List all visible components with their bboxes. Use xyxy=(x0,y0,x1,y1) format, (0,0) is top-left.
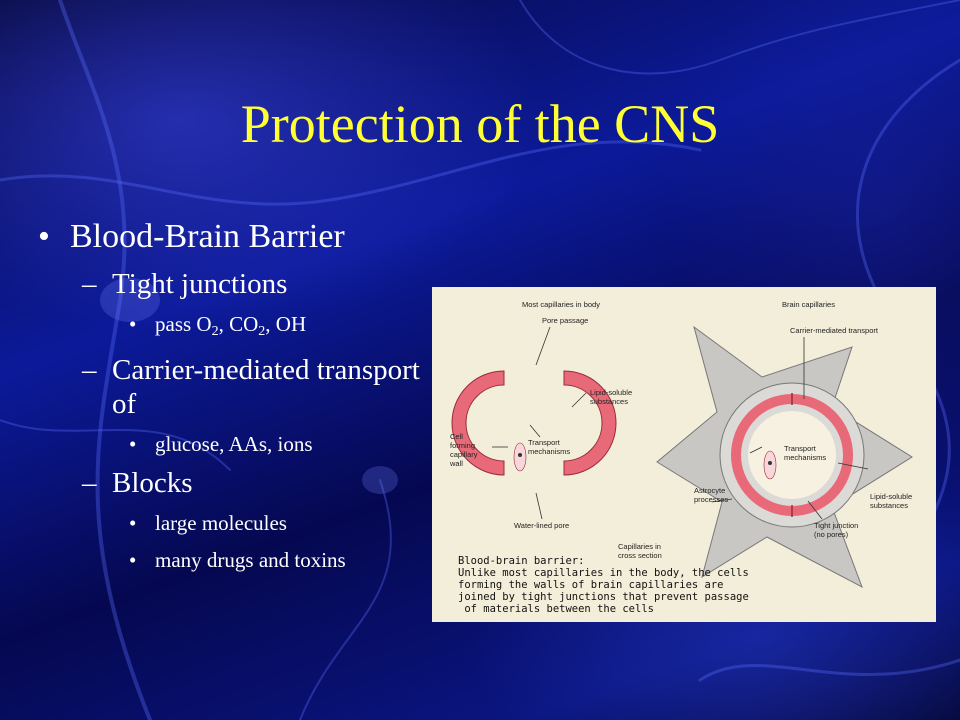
bullet-glucose: • glucose, AAs, ions xyxy=(38,431,438,458)
carrier-transport-label: Carrier-mediated transport xyxy=(790,326,879,335)
bullet-text: Carrier-mediated transport of xyxy=(112,354,420,420)
bullet-dot: • xyxy=(129,312,137,336)
bullet-drugs-toxins: • many drugs and toxins xyxy=(38,547,438,574)
bullet-tight-junctions: – Tight junctions xyxy=(38,267,438,301)
left-heading: Most capillaries in body xyxy=(522,300,600,309)
bullet-text: large molecules xyxy=(155,511,287,535)
lipid-right-label-2: substances xyxy=(870,501,908,510)
tight-junction-label-1: Tight junction xyxy=(814,521,858,530)
bullet-text: glucose, AAs, ions xyxy=(155,432,313,456)
cell-label-4: wall xyxy=(449,459,463,468)
lipid-right-label-1: Lipid-soluble xyxy=(870,492,912,501)
bullet-blocks: – Blocks xyxy=(38,466,438,500)
bullet-dash: – xyxy=(82,354,97,386)
bbb-diagram-svg: Most capillaries in body Pore passage Li… xyxy=(449,300,913,589)
transport-left-label-1: Transport xyxy=(528,438,561,447)
tight-junction-label-2: (no pores) xyxy=(814,530,849,539)
bbb-diagram: Most capillaries in body Pore passage Li… xyxy=(432,287,936,622)
water-pore-label: Water-lined pore xyxy=(514,521,569,530)
lipid-left-label-2: substances xyxy=(590,397,628,406)
bullet-pass-gases: • pass O2, CO2, OH xyxy=(38,311,438,345)
bullet-text: Tight junctions xyxy=(112,268,288,300)
bullet-blood-brain-barrier: • Blood-Brain Barrier xyxy=(38,215,438,259)
bullet-text: pass O2, CO2, OH xyxy=(155,312,307,339)
transport-right-label-1: Transport xyxy=(784,444,817,453)
bullet-text: Blocks xyxy=(112,467,193,499)
pore-passage-label: Pore passage xyxy=(542,316,588,325)
lipid-left-label-1: Lipid-soluble xyxy=(590,388,632,397)
cross-section-label-1: Capillaries in xyxy=(618,542,661,551)
bullet-text: Blood-Brain Barrier xyxy=(70,218,345,255)
bullet-list: • Blood-Brain Barrier – Tight junctions … xyxy=(38,215,438,574)
bullet-large-molecules: • large molecules xyxy=(38,510,438,537)
right-heading: Brain capillaries xyxy=(782,300,835,309)
figure-caption: Blood-brain barrier: Unlike most capilla… xyxy=(458,555,749,615)
bullet-dot: • xyxy=(129,511,137,535)
slide-title: Protection of the CNS xyxy=(240,94,720,154)
transport-right-label-2: mechanisms xyxy=(784,453,826,462)
transport-left-label-2: mechanisms xyxy=(528,447,570,456)
astrocyte-label-2: processes xyxy=(694,495,728,504)
bullet-dash: – xyxy=(82,268,97,300)
bullet-dot: • xyxy=(129,548,137,572)
bullet-dot: • xyxy=(38,218,50,255)
bullet-dot: • xyxy=(129,432,137,456)
left-capillary xyxy=(451,370,617,476)
bullet-text: many drugs and toxins xyxy=(155,548,346,572)
cell-label-2: forming xyxy=(450,441,475,450)
cross-section-label-2: cross section xyxy=(618,551,662,560)
right-capillary xyxy=(656,325,913,589)
cell-label-3: capillary xyxy=(450,450,478,459)
bullet-carrier-mediated: – Carrier-mediated transport of xyxy=(38,353,438,421)
bullet-dash: – xyxy=(82,467,97,499)
cell-label-1: Cell xyxy=(450,432,463,441)
diagram-arrows xyxy=(492,326,869,520)
astrocyte-label-1: Astrocyte xyxy=(694,486,725,495)
